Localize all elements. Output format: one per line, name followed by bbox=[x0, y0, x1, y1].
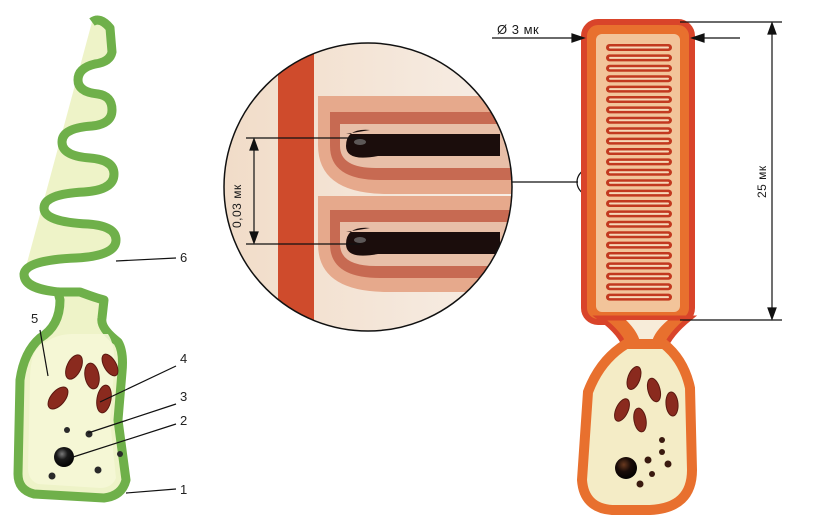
disc-lumen-20 bbox=[609, 244, 669, 246]
disc-lumen-25 bbox=[609, 296, 669, 298]
disc-lumen-7 bbox=[609, 109, 669, 111]
disc-lumen-2 bbox=[609, 57, 669, 59]
label-3: 3 bbox=[180, 389, 187, 404]
disc-lumen-8 bbox=[609, 119, 669, 121]
disc-lumen-11 bbox=[609, 151, 669, 153]
disc-lumen-24 bbox=[609, 286, 669, 288]
label-6: 6 bbox=[180, 250, 187, 265]
disc-lumen-16 bbox=[609, 203, 669, 205]
disc-lumen-23 bbox=[609, 275, 669, 277]
label-4: 4 bbox=[180, 351, 187, 366]
disc-lumen-13 bbox=[609, 171, 669, 173]
disc-lumen-6 bbox=[609, 99, 669, 101]
disc-lumen-5 bbox=[609, 88, 669, 90]
label-5: 5 bbox=[31, 311, 38, 326]
magnifier-detail: 0,03 мк bbox=[224, 43, 520, 333]
disc-lumen-9 bbox=[609, 130, 669, 132]
disc-lumen-10 bbox=[609, 140, 669, 142]
right-nucleus bbox=[615, 457, 637, 479]
disc-lumen-19 bbox=[609, 234, 669, 236]
length-label: 25 мк bbox=[755, 165, 769, 198]
disc-lumen-22 bbox=[609, 265, 669, 267]
right-cell bbox=[582, 22, 692, 510]
left-nucleus bbox=[54, 447, 74, 467]
disc-lumen-3 bbox=[609, 67, 669, 69]
disc-lumen-21 bbox=[609, 255, 669, 257]
mag-membrane-band bbox=[278, 43, 314, 333]
disc-lumen-12 bbox=[609, 161, 669, 163]
disc-lumen-4 bbox=[609, 78, 669, 80]
disc-lumen-15 bbox=[609, 192, 669, 194]
disc-lumen-17 bbox=[609, 213, 669, 215]
label-1: 1 bbox=[180, 482, 187, 497]
diameter-label: Ø 3 мк bbox=[497, 22, 539, 37]
disc-lumen-18 bbox=[609, 223, 669, 225]
disc-lumen-14 bbox=[609, 182, 669, 184]
disc-lumen-1 bbox=[609, 47, 669, 49]
disc-gap-label: 0,03 мк bbox=[230, 184, 244, 228]
label-2: 2 bbox=[180, 413, 187, 428]
